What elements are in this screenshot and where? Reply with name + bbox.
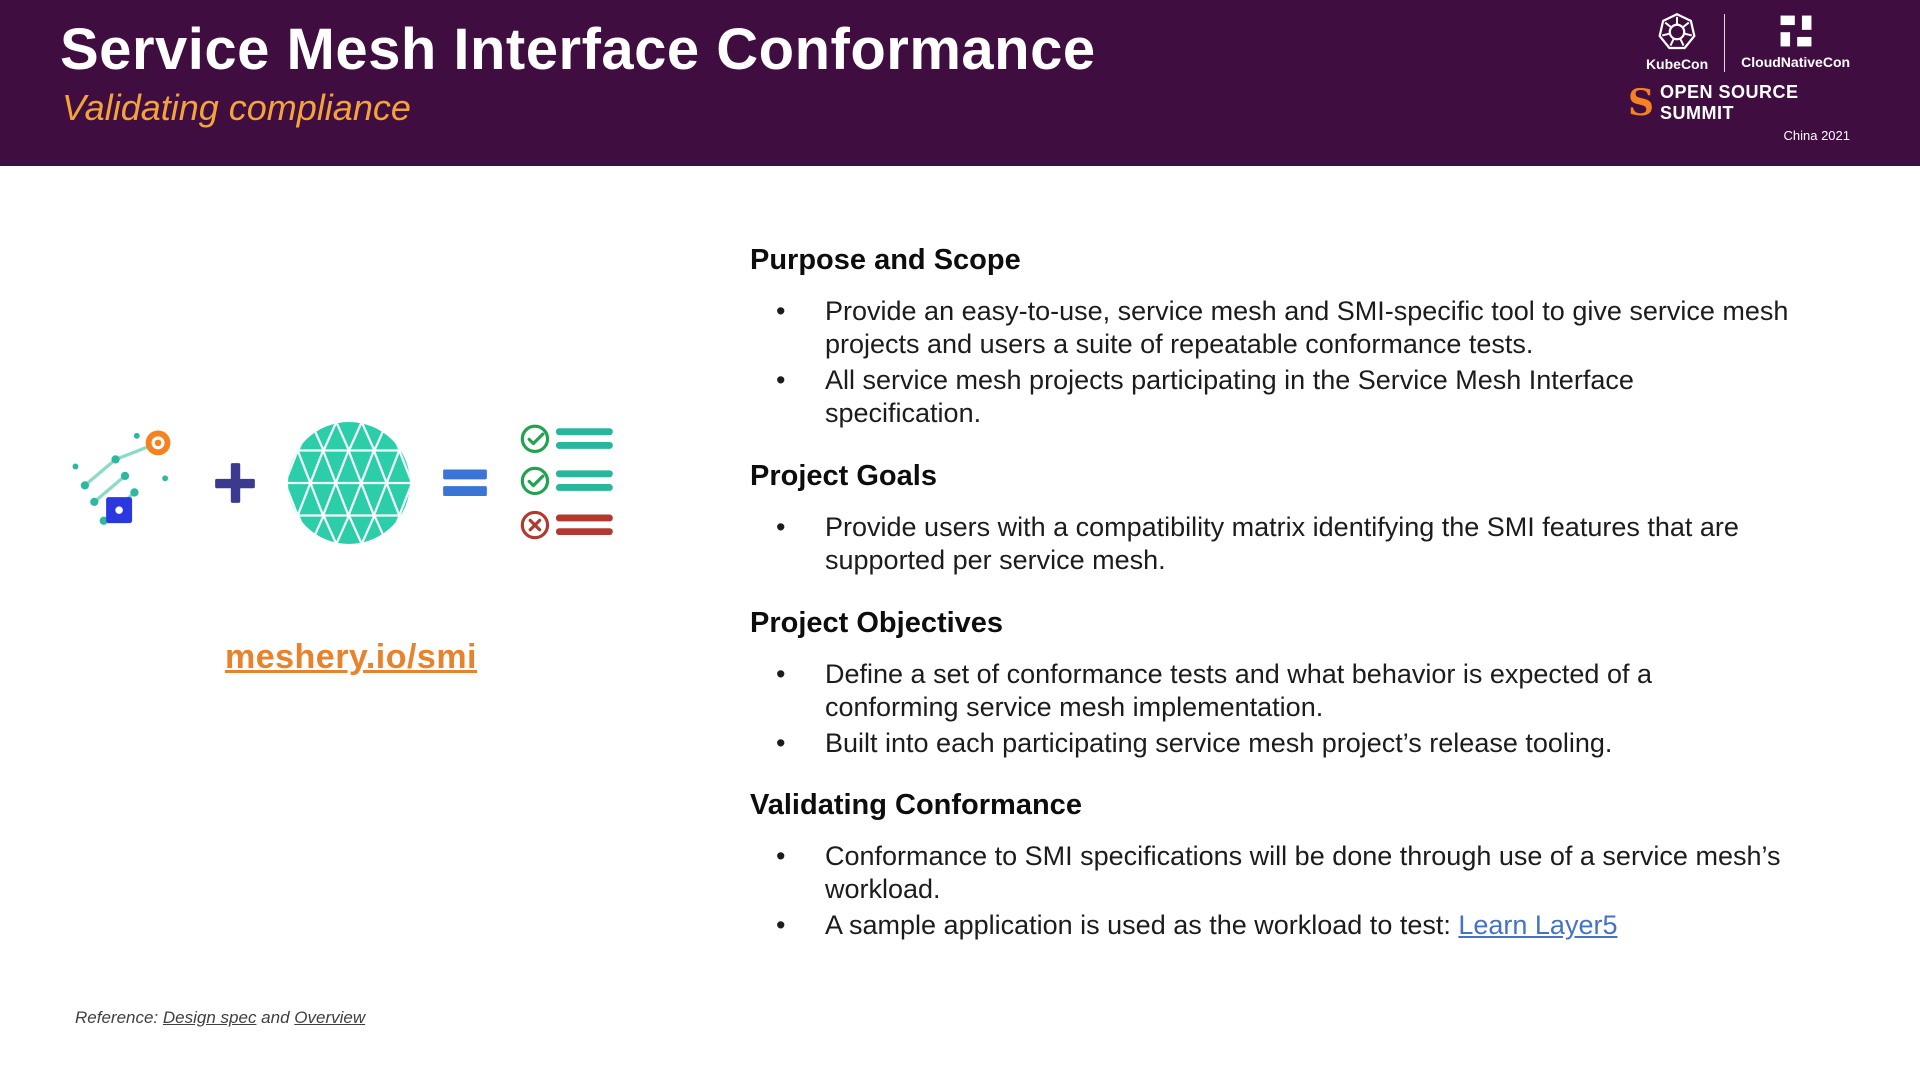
meshery-smi-link[interactable]: meshery.io/smi <box>224 638 478 676</box>
content-column: Purpose and Scope Provide an easy-to-use… <box>750 244 1790 972</box>
section-heading: Project Goals <box>750 459 937 492</box>
conference-logo-block: KubeCon CloudNativeCon S OPEN SOURCE SUM… <box>1628 12 1868 143</box>
equation-row <box>62 420 640 546</box>
bullet-list: Conformance to SMI specifications will b… <box>750 840 1790 942</box>
equals-icon <box>443 469 487 497</box>
bullet-item: A sample application is used as the work… <box>750 909 1790 942</box>
summit-label: OPEN SOURCE SUMMIT <box>1660 82 1799 123</box>
reference-prefix: Reference: <box>75 1008 163 1027</box>
bullet-list: Provide users with a compatibility matri… <box>750 511 1790 577</box>
plus-icon <box>215 463 255 503</box>
overview-link[interactable]: Overview <box>294 1008 366 1027</box>
meshery-link-wrap: meshery.io/smi <box>62 638 640 677</box>
illustration-block: meshery.io/smi <box>62 420 640 677</box>
reference-footer: Reference: Design spec and Overview <box>75 1008 365 1028</box>
reference-and: and <box>256 1008 295 1027</box>
logo-row: KubeCon CloudNativeCon <box>1628 12 1868 72</box>
logo-divider <box>1724 14 1726 72</box>
header-bar: Service Mesh Interface Conformance Valid… <box>0 0 1920 166</box>
slide-title: Service Mesh Interface Conformance <box>60 17 1096 82</box>
bullet-list: Define a set of conformance tests and wh… <box>750 658 1790 760</box>
slide-subtitle: Validating compliance <box>62 86 411 128</box>
conformance-checklist-icon <box>520 424 613 540</box>
bullet-text: A sample application is used as the work… <box>825 910 1459 941</box>
summit-s-icon: S <box>1628 82 1654 124</box>
section-heading: Validating Conformance <box>750 789 1082 822</box>
cloudnativecon-logo: CloudNativeCon <box>1741 12 1850 70</box>
kubecon-logo: KubeCon <box>1646 12 1708 72</box>
cloudnativecon-label: CloudNativeCon <box>1741 54 1851 70</box>
learn-layer5-link[interactable]: Learn Layer5 <box>1458 910 1618 941</box>
section-project-goals: Project Goals Provide users with a compa… <box>750 460 1790 577</box>
bullet-item: Built into each participating service me… <box>750 727 1790 760</box>
meshery-network-graph-icon <box>72 430 171 525</box>
section-heading: Project Objectives <box>750 606 1004 639</box>
bullet-item: Define a set of conformance tests and wh… <box>750 658 1790 724</box>
geodesic-sphere-icon <box>288 422 410 544</box>
section-project-objectives: Project Objectives Define a set of confo… <box>750 607 1790 760</box>
design-spec-link[interactable]: Design spec <box>162 1008 257 1027</box>
bullet-item: Provide users with a compatibility matri… <box>750 511 1790 577</box>
cloudnativecon-pinwheel-icon <box>1780 15 1812 47</box>
section-validating-conformance: Validating Conformance Conformance to SM… <box>750 789 1790 942</box>
section-heading: Purpose and Scope <box>750 244 1021 276</box>
kubecon-wheel-icon <box>1658 12 1696 50</box>
edition-label: China 2021 <box>1783 128 1851 143</box>
open-source-summit-logo: S OPEN SOURCE SUMMIT <box>1628 82 1868 124</box>
section-purpose-and-scope: Purpose and Scope Provide an easy-to-use… <box>750 244 1790 430</box>
bullet-item: Provide an easy-to-use, service mesh and… <box>750 295 1790 361</box>
bullet-item: Conformance to SMI specifications will b… <box>750 840 1790 906</box>
bullet-list: Provide an easy-to-use, service mesh and… <box>750 295 1790 430</box>
bullet-item: All service mesh projects participating … <box>750 364 1790 430</box>
kubecon-label: KubeCon <box>1645 56 1709 72</box>
